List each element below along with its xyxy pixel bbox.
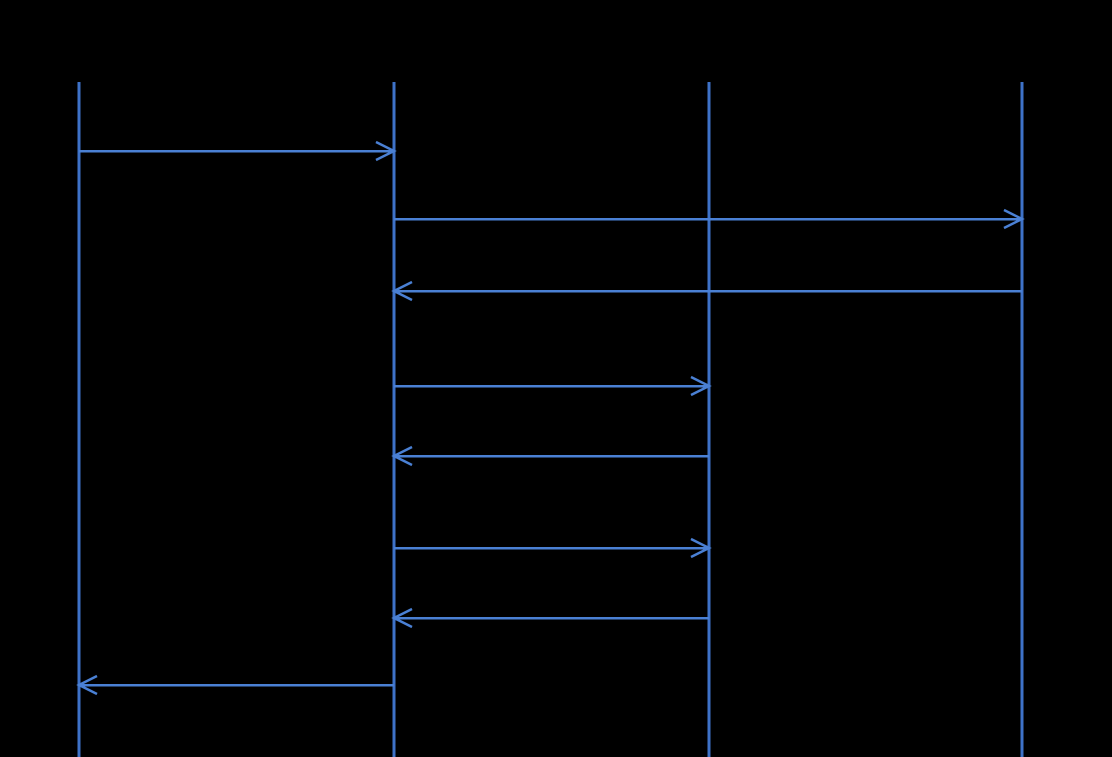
arrowhead-m8 xyxy=(76,674,98,696)
arrowhead-m7 xyxy=(391,607,413,629)
arrowhead-m3 xyxy=(391,280,413,302)
messages-group xyxy=(76,140,1025,696)
arrowhead-m2 xyxy=(1003,208,1025,230)
arrowhead-m1 xyxy=(375,140,397,162)
arrowhead-m4 xyxy=(690,375,712,397)
arrowhead-m5 xyxy=(391,445,413,467)
arrowhead-m6 xyxy=(690,537,712,559)
lifelines-group xyxy=(77,82,1024,757)
